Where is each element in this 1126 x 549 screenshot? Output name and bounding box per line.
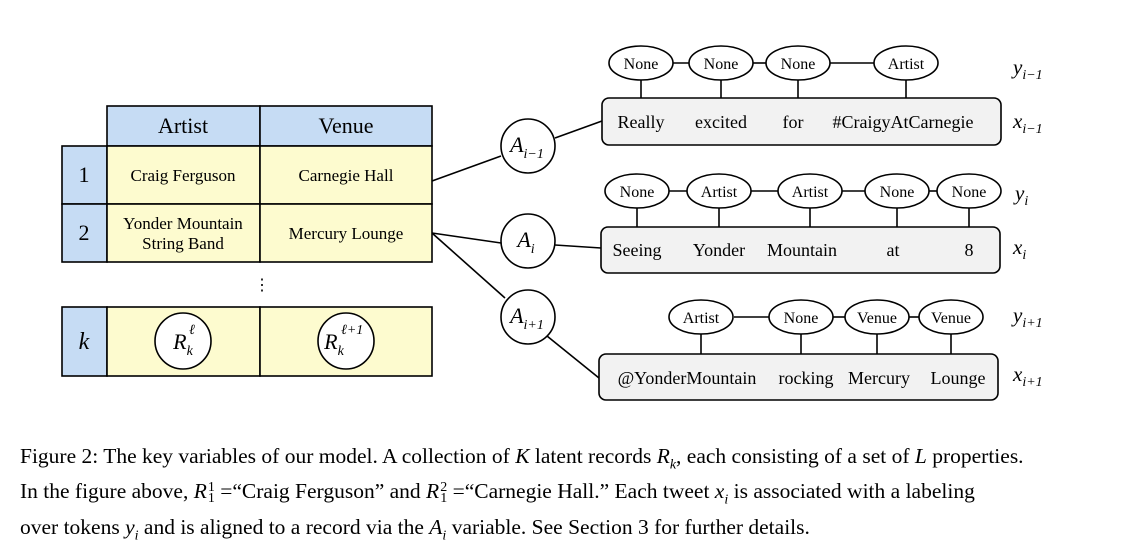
row2-artist-line2: String Band [142, 234, 224, 253]
alignment-edges [431, 120, 603, 379]
label-text: None [624, 56, 659, 73]
caption-line-3: over tokens yi and is aligned to a recor… [20, 514, 810, 543]
label-text: Artist [683, 310, 720, 327]
label-node [688, 45, 754, 81]
row2-venue: Mercury Lounge [289, 224, 404, 243]
row1-venue: Carnegie Hall [299, 166, 394, 185]
model-diagram: Artist Venue 1 Craig Ferguson Carnegie H… [61, 45, 1043, 401]
header-artist: Artist [158, 113, 208, 138]
label-text: None [704, 56, 739, 73]
record-property-sup-1: ℓ [189, 323, 195, 338]
label-text: None [784, 310, 819, 327]
token: @YonderMountain [618, 368, 757, 388]
y-label: yi+1 [1011, 303, 1043, 331]
x-label: xi−1 [1012, 109, 1043, 137]
record-property-label-1: Rk [172, 329, 193, 359]
label-node [608, 45, 674, 81]
label-text: None [620, 184, 655, 201]
label-text: Artist [792, 184, 829, 201]
token: rocking [779, 368, 834, 388]
label-node [668, 299, 734, 335]
label-node [864, 173, 930, 209]
x-label: xi+1 [1012, 362, 1043, 390]
y-label: yi−1 [1011, 55, 1043, 83]
label-text: Venue [857, 310, 897, 327]
label-node [844, 299, 910, 335]
tweet-next: Artist None Venue Venue @YonderMountain … [598, 299, 1043, 401]
token: at [887, 240, 900, 260]
alignment-node-prev: Ai−1 [500, 118, 556, 174]
token: Lounge [931, 368, 986, 388]
svg-text:Ai−1: Ai−1 [508, 132, 544, 162]
row1-index: 1 [79, 162, 90, 187]
row2-venue-cell [259, 203, 433, 263]
token: excited [695, 112, 747, 132]
row1-artist: Craig Ferguson [131, 166, 236, 185]
rowk-index: k [79, 329, 90, 355]
token: Mercury [848, 368, 910, 388]
token: Mountain [767, 240, 837, 260]
label-node [936, 173, 1002, 209]
rowk-index-cell [61, 306, 108, 377]
token: Really [618, 112, 665, 132]
x-label: xi [1012, 235, 1026, 263]
token: Yonder [693, 240, 745, 260]
y-label: yi [1013, 181, 1028, 209]
record-property-sup-2: ℓ+1 [341, 323, 363, 338]
row2-artist-line1: Yonder Mountain [123, 214, 243, 233]
label-text: Venue [931, 310, 971, 327]
header-venue-cell [259, 105, 433, 147]
record-property-circle-1 [154, 312, 212, 370]
tweet-current: None Artist Artist None None Seeing Yond… [600, 173, 1028, 274]
record-property-label-2: Rk [323, 329, 344, 359]
token: Seeing [613, 240, 662, 260]
label-node [686, 173, 752, 209]
token: 8 [965, 240, 974, 260]
svg-text:Ai: Ai [515, 227, 534, 257]
label-node [765, 45, 831, 81]
tweet-box [601, 97, 1002, 146]
label-text: Artist [701, 184, 738, 201]
label-node [768, 299, 834, 335]
tweet-box [598, 353, 999, 401]
table-ellipsis: ⋮ [254, 277, 270, 294]
token: for [783, 112, 804, 132]
label-node [873, 45, 939, 81]
header-artist-cell [106, 105, 261, 147]
svg-text:Ai+1: Ai+1 [508, 303, 544, 333]
record-property-circle-2 [317, 312, 375, 370]
label-node [777, 173, 843, 209]
caption-line-1: Figure 2: The key variables of our model… [20, 444, 1024, 473]
row2-artist-cell [106, 203, 261, 263]
label-text: Artist [888, 56, 925, 73]
figure-caption: Figure 2: The key variables of our model… [20, 443, 1106, 549]
header-venue: Venue [319, 113, 374, 138]
label-node [918, 299, 984, 335]
label-text: None [880, 184, 915, 201]
row2-index: 2 [79, 220, 90, 245]
token: #CraigyAtCarnegie [833, 112, 974, 132]
label-node [604, 173, 670, 209]
tweet-box [600, 226, 1001, 274]
label-text: None [781, 56, 816, 73]
tweet-prev: None None None Artist Really excited for… [601, 45, 1043, 146]
label-text: None [952, 184, 987, 201]
alignment-node-current: Ai [500, 213, 556, 269]
alignment-node-next: Ai+1 [500, 289, 556, 345]
row2-index-cell [61, 203, 108, 263]
